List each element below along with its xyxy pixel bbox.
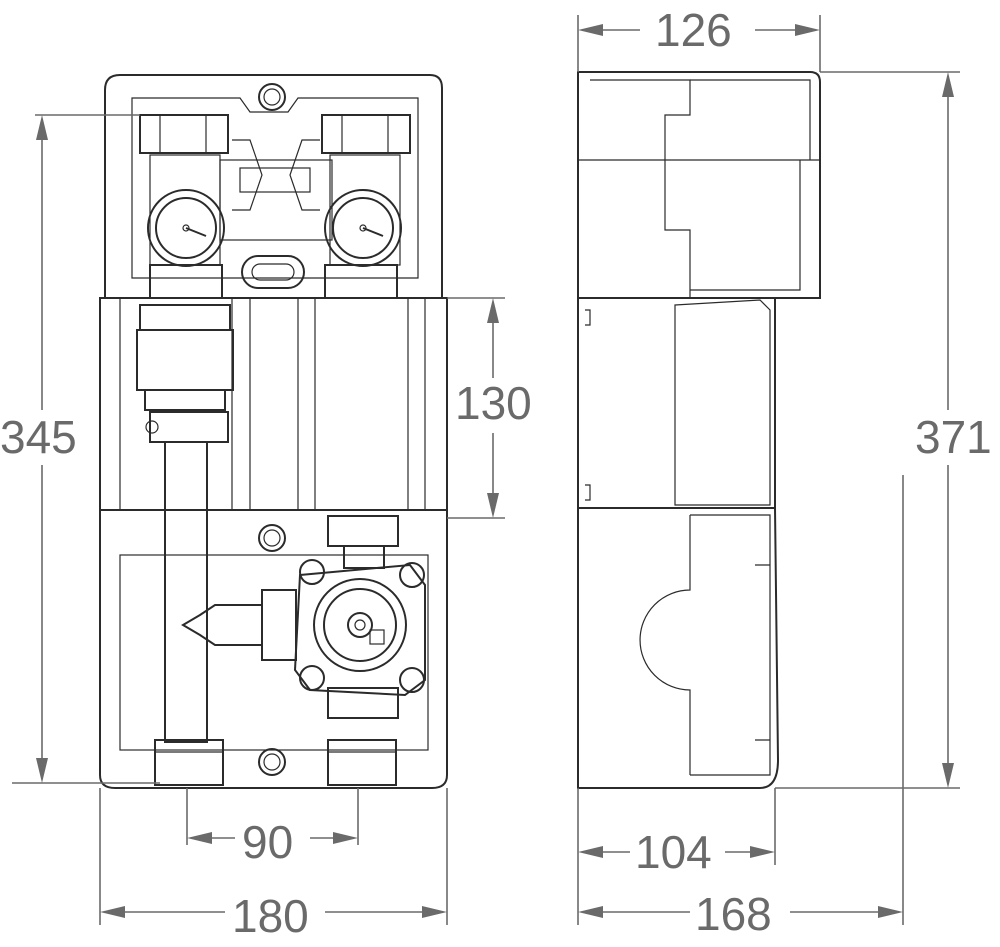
thermometer-left — [147, 189, 225, 267]
side-view: 126 371 104 168 — [577, 4, 992, 940]
thermometer-right — [324, 189, 402, 267]
mixing-valve — [181, 515, 426, 719]
dim-front-width: 180 — [232, 890, 309, 942]
dim-mid-height: 130 — [455, 377, 532, 429]
dim-front-height: 345 — [0, 411, 77, 463]
dim-side-depth-mid: 104 — [635, 826, 712, 878]
dim-side-depth-top: 126 — [655, 4, 732, 56]
front-view: 345 130 90 180 — [0, 74, 532, 942]
dim-side-depth-total: 168 — [695, 888, 772, 940]
dim-side-height: 371 — [915, 411, 992, 463]
dim-pipe-spacing: 90 — [242, 816, 293, 868]
